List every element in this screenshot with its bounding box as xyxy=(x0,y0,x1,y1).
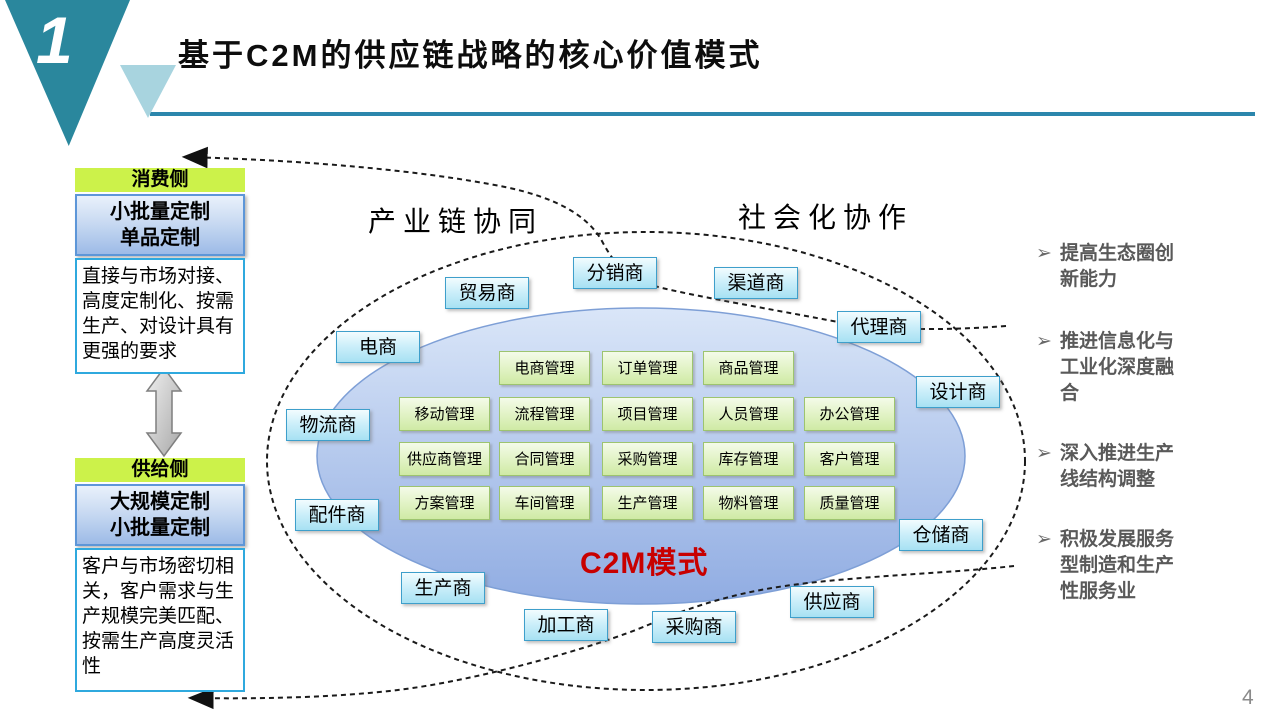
entity-logistics-provider: 物流商 xyxy=(286,409,370,441)
module-ecommerce-mgmt: 电商管理 xyxy=(499,351,590,385)
benefit-item: ➢ 提高生态圈创新能力 xyxy=(1036,241,1226,293)
benefit-item: ➢ 推进信息化与工业化深度融合 xyxy=(1036,329,1226,407)
page-number: 4 xyxy=(1242,686,1254,709)
consumer-panel: 消费侧 小批量定制 单品定制 直接与市场对接、高度定制化、按需生产、对设计具有更… xyxy=(75,168,245,374)
module-personnel-mgmt: 人员管理 xyxy=(703,397,794,431)
entity-parts-supplier: 配件商 xyxy=(295,499,379,531)
benefit-text: 深入推进生产线结构调整 xyxy=(1060,443,1175,490)
consumer-panel-header: 消费侧 xyxy=(75,168,245,192)
arrow-bullet-icon: ➢ xyxy=(1036,331,1052,352)
entity-producer: 生产商 xyxy=(401,572,485,604)
benefit-item: ➢ 深入推进生产线结构调整 xyxy=(1036,441,1226,493)
top-flow-dashed-arrow xyxy=(181,146,1007,331)
module-procurement-mgmt: 采购管理 xyxy=(602,442,693,476)
entity-distributor: 分销商 xyxy=(573,257,657,289)
module-supplier-mgmt: 供应商管理 xyxy=(399,442,490,476)
module-office-mgmt: 办公管理 xyxy=(804,397,895,431)
module-plan-mgmt: 方案管理 xyxy=(399,486,490,520)
module-customer-mgmt: 客户管理 xyxy=(804,442,895,476)
entity-trader: 贸易商 xyxy=(445,277,529,309)
entity-processor: 加工商 xyxy=(524,609,608,641)
benefit-text: 提高生态圈创新能力 xyxy=(1060,243,1175,290)
module-contract-mgmt: 合同管理 xyxy=(499,442,590,476)
module-project-mgmt: 项目管理 xyxy=(602,397,693,431)
supply-panel: 供给侧 大规模定制 小批量定制 客户与市场密切相关，客户需求与生产规模完美匹配、… xyxy=(75,458,245,692)
module-order-mgmt: 订单管理 xyxy=(602,351,693,385)
page-title: 基于C2M的供应链战略的核心价值模式 xyxy=(178,38,763,73)
arrow-bullet-icon: ➢ xyxy=(1036,243,1052,264)
module-quality-mgmt: 质量管理 xyxy=(804,486,895,520)
module-material-mgmt: 物料管理 xyxy=(703,486,794,520)
arrow-bullet-icon: ➢ xyxy=(1036,443,1052,464)
bottom-flow-dashed-arrow xyxy=(187,565,1015,710)
module-product-mgmt: 商品管理 xyxy=(703,351,794,385)
arrow-bullet-icon: ➢ xyxy=(1036,529,1052,550)
entity-supplier: 供应商 xyxy=(790,586,874,618)
zone-label-social-collab: 社会化协作 xyxy=(738,202,914,233)
module-workshop-mgmt: 车间管理 xyxy=(499,486,590,520)
benefit-text: 推进信息化与工业化深度融合 xyxy=(1060,331,1175,404)
consumer-panel-highlight: 小批量定制 单品定制 xyxy=(75,194,245,256)
entity-agent: 代理商 xyxy=(837,311,921,343)
benefits-list: ➢ 提高生态圈创新能力 ➢ 推进信息化与工业化深度融合 ➢ 深入推进生产线结构调… xyxy=(1036,241,1226,605)
slide-number-badge: 1 xyxy=(36,3,73,77)
entity-warehouse-provider: 仓储商 xyxy=(899,519,983,551)
entity-designer: 设计商 xyxy=(916,376,1000,408)
module-production-mgmt: 生产管理 xyxy=(602,486,693,520)
supply-panel-highlight: 大规模定制 小批量定制 xyxy=(75,484,245,546)
supply-panel-description: 客户与市场密切相关，客户需求与生产规模完美匹配、按需生产高度灵活性 xyxy=(75,548,245,692)
module-inventory-mgmt: 库存管理 xyxy=(703,442,794,476)
entity-e-commerce-provider: 电商 xyxy=(336,331,420,363)
ecosystem-dashed-ellipse xyxy=(266,231,1026,691)
consumer-panel-description: 直接与市场对接、高度定制化、按需生产、对设计具有更强的要求 xyxy=(75,258,245,374)
c2m-mode-label: C2M模式 xyxy=(580,547,709,580)
zone-label-industry-chain: 产业链协同 xyxy=(368,206,544,237)
double-arrow-icon xyxy=(145,366,183,458)
module-mobile-mgmt: 移动管理 xyxy=(399,397,490,431)
entity-purchaser: 采购商 xyxy=(652,611,736,643)
supply-panel-header: 供给侧 xyxy=(75,458,245,482)
module-process-mgmt: 流程管理 xyxy=(499,397,590,431)
title-underline xyxy=(150,112,1255,116)
entity-channel-provider: 渠道商 xyxy=(714,267,798,299)
benefit-text: 积极发展服务型制造和生产性服务业 xyxy=(1060,529,1175,602)
benefit-item: ➢ 积极发展服务型制造和生产性服务业 xyxy=(1036,527,1226,605)
